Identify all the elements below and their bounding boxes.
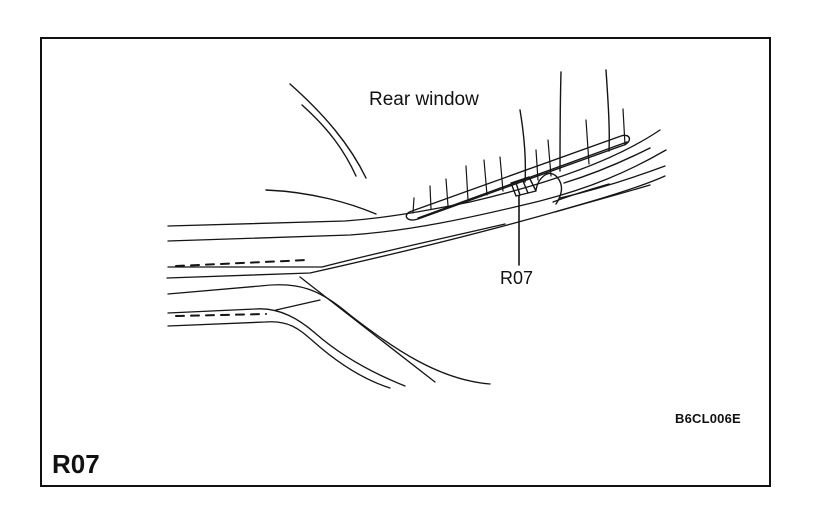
connector-r07-label: R07: [500, 268, 534, 288]
rear-window-label: Rear window: [369, 89, 479, 110]
dashed-trim-edges: [175, 259, 308, 317]
diagram-frame: [40, 37, 771, 487]
figure-code-label: B6CL006E: [675, 411, 741, 426]
body-trim-panels: [166, 129, 667, 389]
connector-r07-shape: [510, 147, 651, 205]
rear-window-glass-lines: [265, 69, 610, 215]
diagram-title: R07: [52, 449, 100, 479]
